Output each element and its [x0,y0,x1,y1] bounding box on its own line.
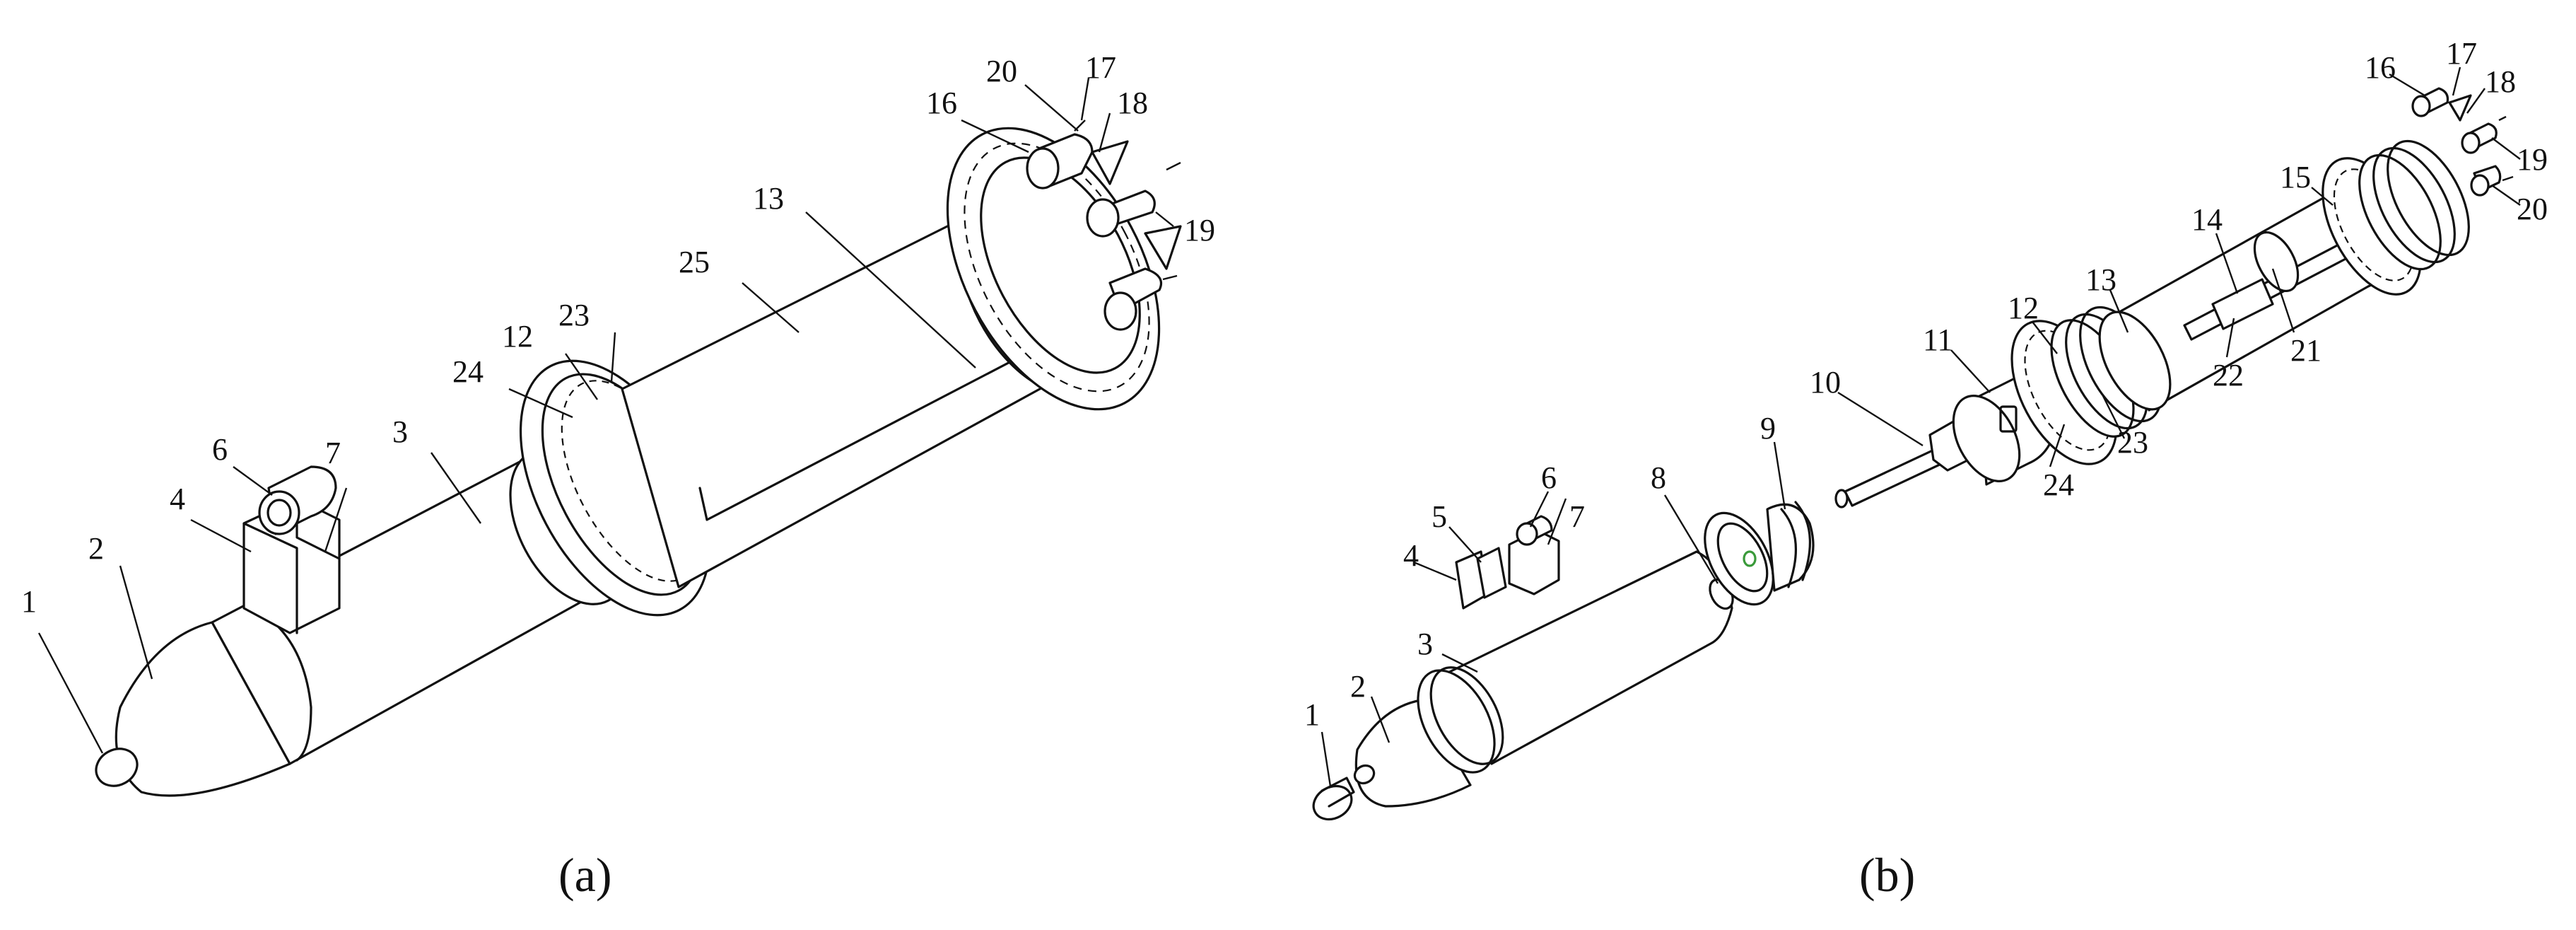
panel-b-exploded: 1 2 3 4 5 6 7 8 9 10 11 12 13 14 15 16 1… [1304,36,2548,902]
caption-a: (a) [558,848,611,902]
rear-flange-b [2322,139,2470,296]
leader-lines-b [1321,66,2521,787]
label-b-18: 18 [2485,64,2516,99]
label-b-13: 13 [2085,262,2117,297]
label-b-8: 8 [1651,460,1666,495]
nose-cone-b [1353,699,1472,808]
rear-flange-a [946,127,1161,411]
shaft-b [1834,419,1970,508]
label-b-19: 19 [2517,142,2548,177]
label-b-16: 16 [2365,50,2396,85]
label-b-22: 22 [2213,358,2244,393]
label-a-20: 20 [986,54,1017,88]
label-b-21: 21 [2290,333,2322,368]
camera-module-a [242,465,341,634]
part-labels-b: 1 2 3 4 5 6 7 8 9 10 11 12 13 14 15 16 1… [1304,36,2548,732]
rear-hull-b [2098,175,2401,412]
label-b-1: 1 [1304,697,1320,732]
label-b-2: 2 [1350,669,1366,704]
label-a-17: 17 [1085,50,1116,85]
tip-b [1312,777,1355,821]
thrusters-b [2411,87,2514,197]
nose-cone-a [95,607,312,797]
thruster-assembly-a [1026,120,1182,331]
label-b-24: 24 [2043,467,2074,502]
label-a-13: 13 [753,181,784,216]
label-a-3: 3 [392,414,408,449]
caption-b: (b) [1859,848,1915,902]
label-b-7: 7 [1569,499,1585,534]
label-a-24: 24 [452,354,484,389]
label-a-25: 25 [679,245,710,279]
label-a-4: 4 [170,482,185,516]
camera-parts-b [1455,515,1560,610]
label-b-4: 4 [1403,538,1419,573]
panel-a-assembled: 1 2 4 6 7 3 24 12 23 25 13 16 20 17 18 1… [21,50,1215,902]
label-a-12: 12 [502,319,533,354]
label-b-23: 23 [2117,425,2148,460]
label-a-1: 1 [21,584,37,619]
label-b-17: 17 [2446,36,2477,71]
label-b-9: 9 [1760,411,1776,446]
label-a-7: 7 [325,436,341,470]
label-b-11: 11 [1923,322,1953,357]
label-a-6: 6 [212,432,228,467]
label-b-14: 14 [2191,202,2223,237]
label-b-6: 6 [1541,460,1557,495]
label-b-20: 20 [2517,192,2548,226]
label-b-10: 10 [1810,365,1841,400]
bulkhead-b [1704,501,1815,606]
hull-body-b [1417,550,1733,774]
label-a-19: 19 [1184,213,1215,248]
label-b-15: 15 [2280,160,2311,194]
label-a-23: 23 [558,298,590,332]
label-b-3: 3 [1417,627,1433,661]
label-b-5: 5 [1432,499,1447,534]
leader-lines-a [37,77,1174,754]
part-labels-a: 1 2 4 6 7 3 24 12 23 25 13 16 20 17 18 1… [21,50,1215,619]
label-a-18: 18 [1117,86,1148,120]
label-a-16: 16 [926,86,957,120]
label-b-12: 12 [2008,291,2039,325]
label-a-2: 2 [88,531,104,566]
